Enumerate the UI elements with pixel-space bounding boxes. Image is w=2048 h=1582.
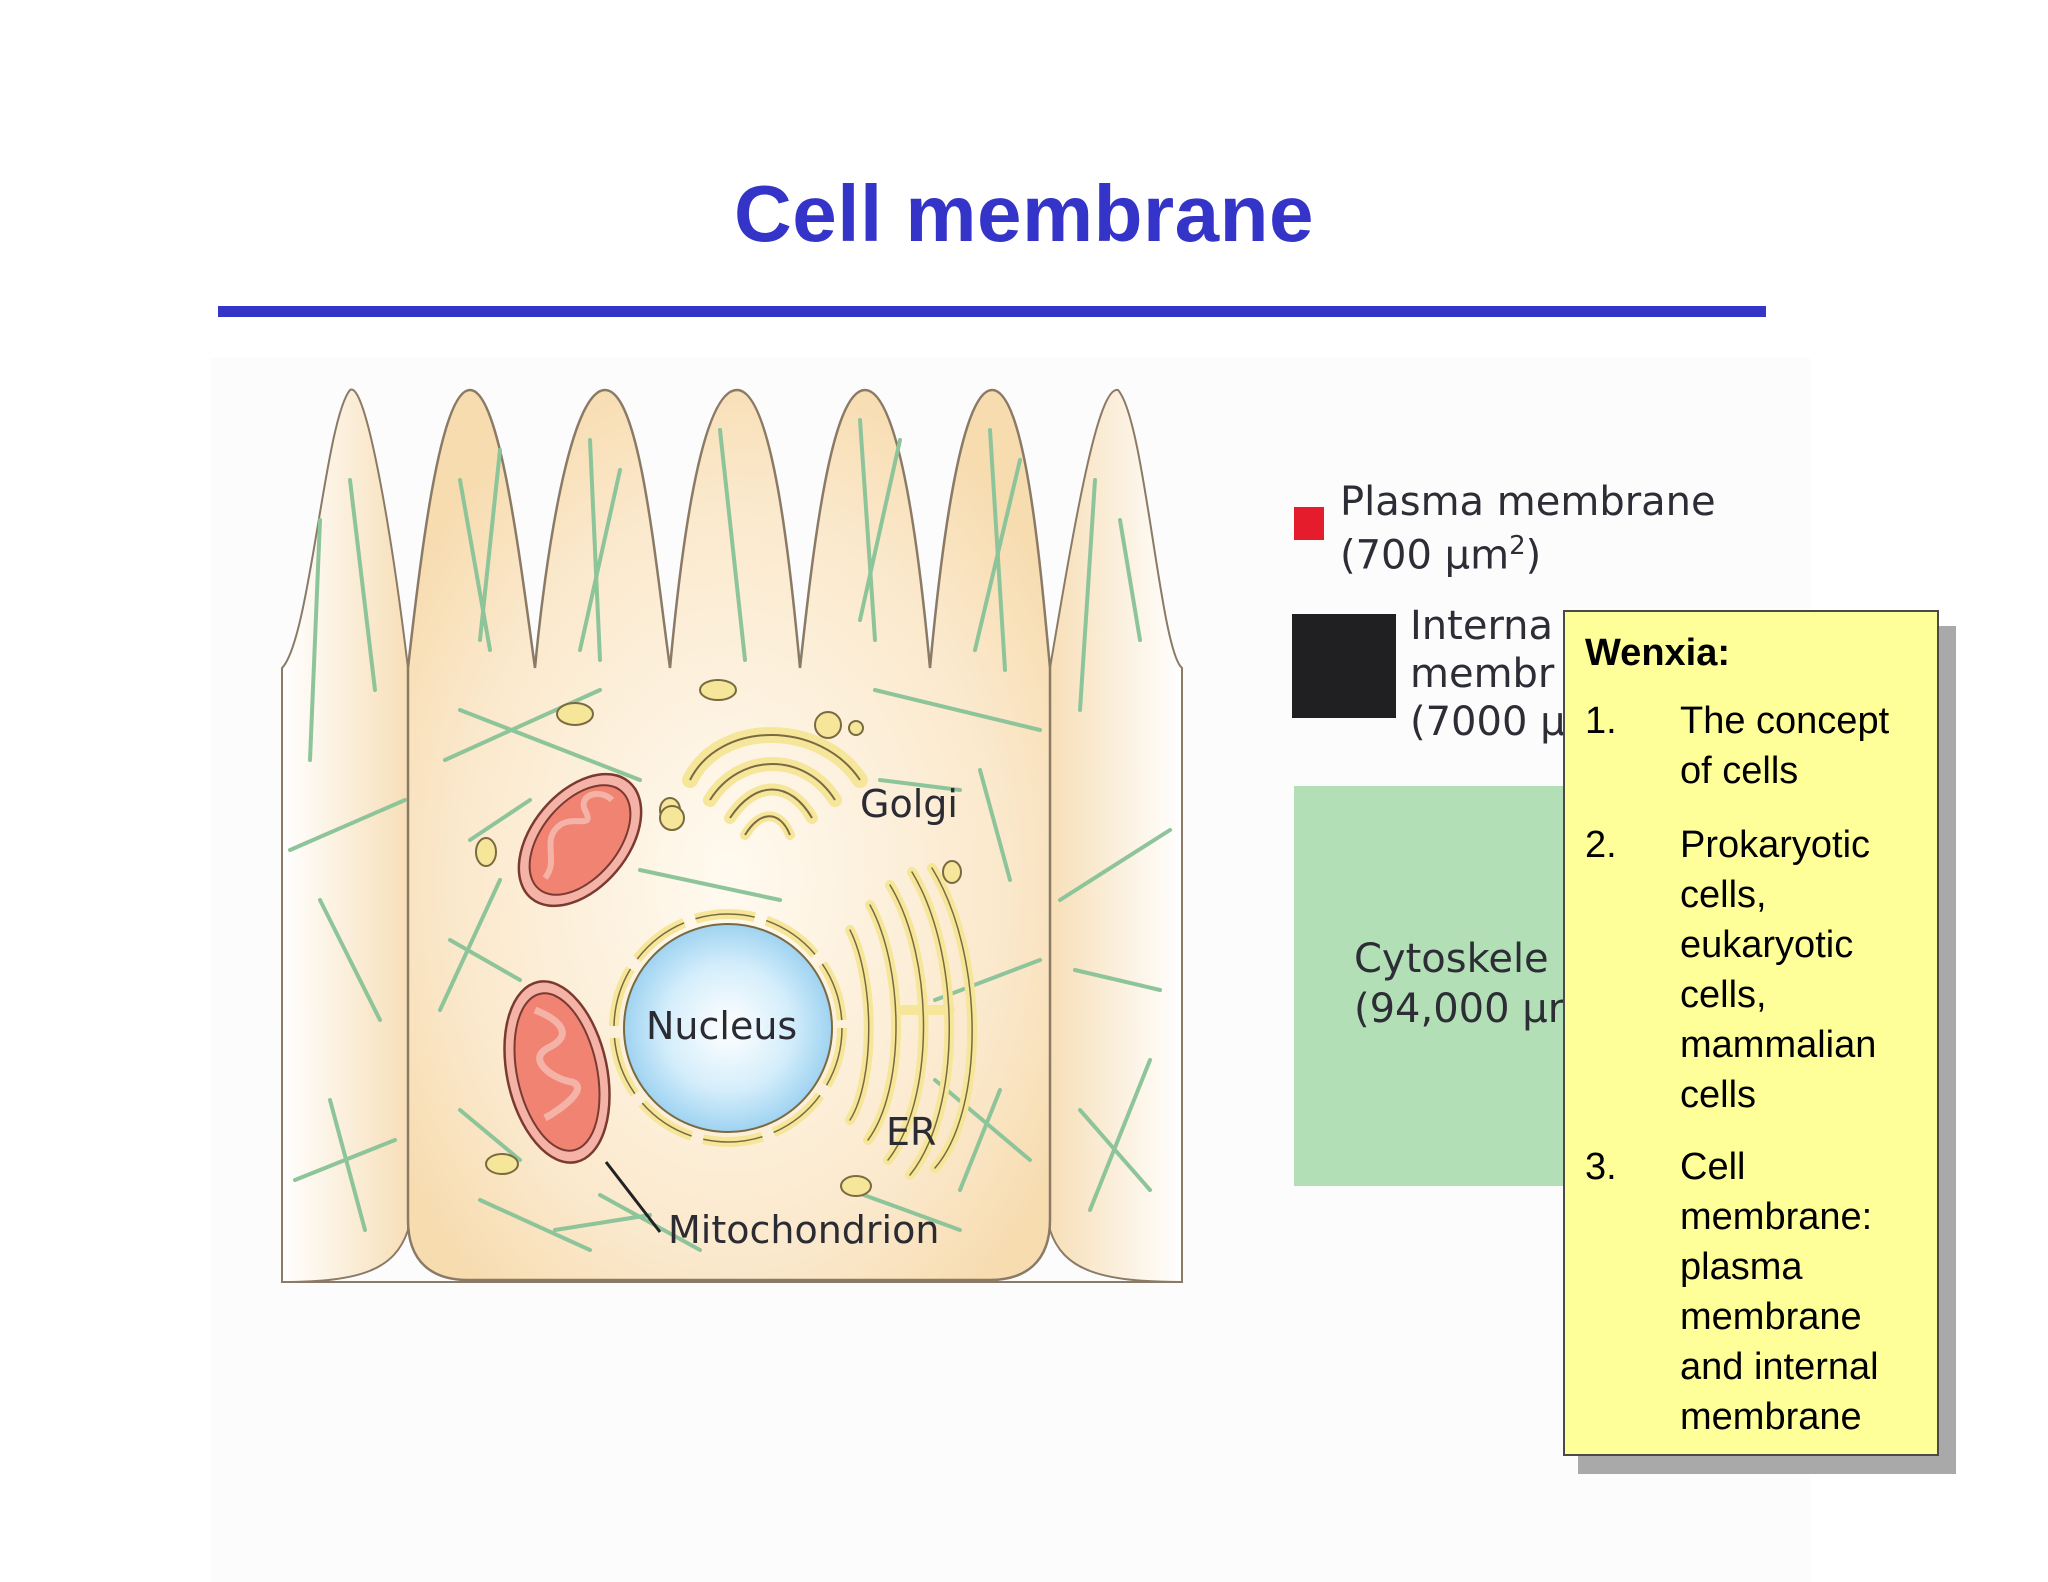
slide-title: Cell membrane	[733, 169, 1315, 258]
internal-membrane-label: Interna membr (7000 μ	[1410, 603, 1566, 745]
mitochondrion-upper	[517, 772, 643, 908]
golgi-apparatus	[659, 727, 868, 840]
title-underline	[218, 306, 1766, 317]
left-neighbor-cell	[281, 388, 409, 1284]
comment-note[interactable]: Wenxia: 1. The concept of cells 2. Proka…	[1563, 610, 1939, 1456]
nucleus-shape	[623, 923, 833, 1133]
vesicles	[475, 679, 962, 1197]
mitochondrion-lower	[503, 980, 611, 1164]
nucleus-label: Nucleus	[646, 1004, 798, 1048]
plasma-membrane-label: Plasma membrane (700 μm2)	[1340, 479, 1716, 579]
internal-membrane-swatch	[1292, 614, 1396, 718]
note-heading: Wenxia:	[1585, 632, 1731, 674]
cytoskeleton-fibers	[288, 418, 1172, 1252]
mitochondrion-label: Mitochondrion	[668, 1208, 940, 1252]
plasma-membrane-swatch	[1294, 507, 1324, 540]
er-label: ER	[886, 1110, 937, 1154]
cytoskeleton-label: Cytoskele (94,000 μr	[1354, 936, 1565, 1032]
endoplasmic-reticulum	[845, 863, 978, 1180]
golgi-label: Golgi	[860, 782, 958, 826]
mitochondrion-pointer	[604, 1161, 662, 1233]
